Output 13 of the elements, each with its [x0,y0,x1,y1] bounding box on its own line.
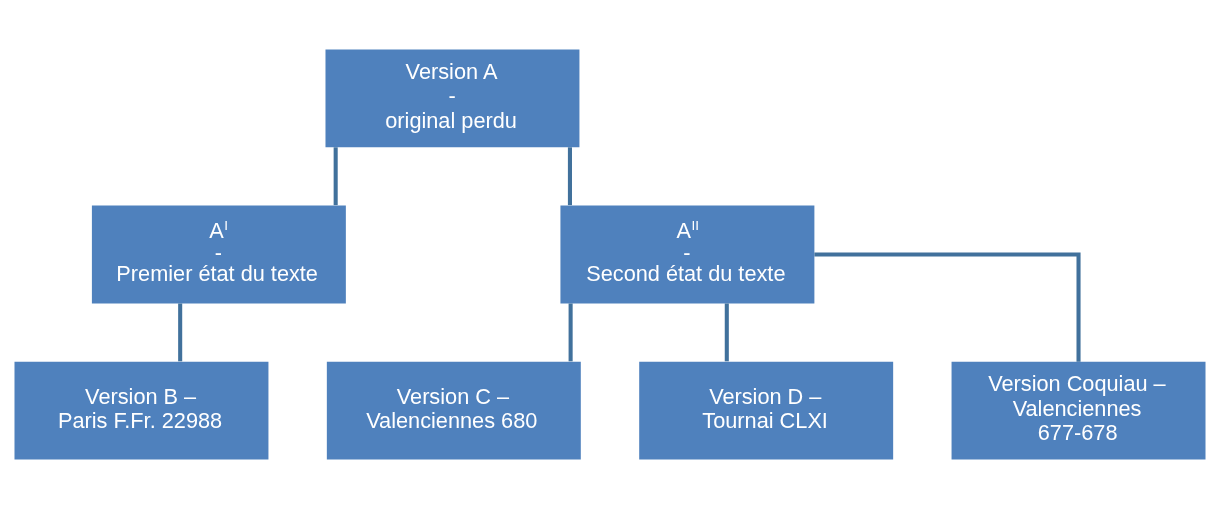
node-box: Version D – Tournai CLXI [639,361,894,460]
node-box: A$^{I}$ - Premier état du texte [91,205,346,304]
node-box: Version B – Paris F.Fr. 22988 [14,361,269,460]
connector [568,303,573,362]
node-box: Version C – Valenciennes 680 [326,361,581,460]
node-box: A$^{II}$ - Second état du texte [560,205,815,304]
connector [567,147,572,206]
connector [333,147,338,206]
node-box: Version A - original perdu [325,49,580,148]
node-box: Version Coquiau – Valenciennes 677-678 [951,361,1206,460]
connector [178,303,183,362]
connector [814,252,1081,362]
connector [724,303,729,362]
